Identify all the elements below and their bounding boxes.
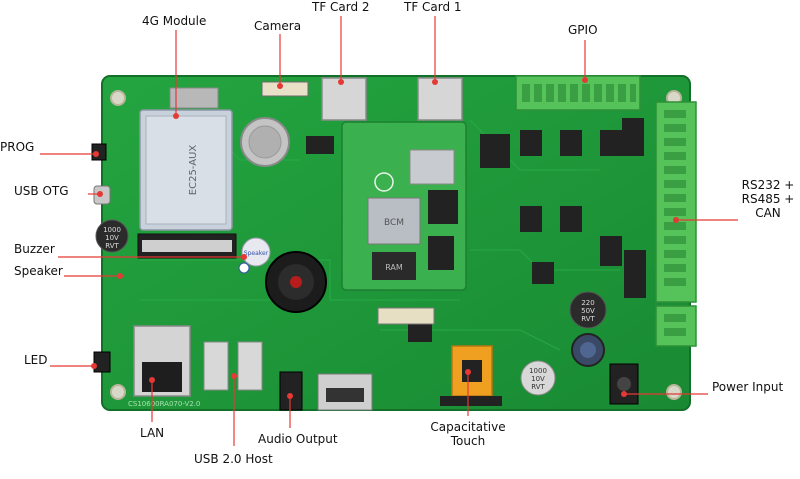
capacitor-brand: RVT [105, 242, 119, 250]
mounting-hole [110, 384, 126, 400]
callout-lines [40, 16, 738, 446]
touch-ribbon [440, 396, 502, 406]
capacitor-brand: RVT [581, 315, 595, 323]
hdmi-opening [326, 388, 364, 402]
usb-host-port-1 [203, 341, 229, 391]
capacitor: 220 50V RVT [569, 291, 607, 329]
silkscreen-text: CS10600RA070-V2.0 [128, 400, 200, 408]
main-chip-label: BCM [384, 218, 404, 228]
led-block [93, 351, 111, 373]
capacitor-value: 1000 [529, 367, 547, 375]
buzzer-sticker: Speaker [244, 250, 269, 257]
power-jack-hole [617, 377, 631, 391]
memory-chip [372, 252, 416, 280]
touch-connector-chip [462, 360, 482, 382]
mounting-hole [110, 90, 126, 106]
label-gpio: GPIO [568, 23, 598, 37]
label-capacitative: Capacitative [430, 420, 506, 434]
label-power-input: Power Input [712, 380, 784, 394]
label-4g-module: 4G Module [142, 14, 207, 28]
4g-module-text: EC25-AUX [188, 145, 199, 196]
label-led: LED [24, 353, 48, 367]
label-rs232: RS232 + [741, 178, 795, 192]
capacitor: 1000 10V RVT [95, 219, 129, 253]
capacitor-voltage: 10V [531, 375, 545, 383]
speaker-center [290, 276, 302, 288]
label-lan: LAN [140, 426, 165, 440]
label-capacitative-touch: Capacitative Touch [424, 420, 512, 448]
camera-connector [261, 81, 309, 97]
label-can: CAN [755, 206, 781, 220]
raspberry-logo [374, 172, 394, 192]
label-tf-card-2: TF Card 2 [312, 0, 370, 14]
label-tf-card-1: TF Card 1 [404, 0, 462, 14]
label-usb-otg: USB OTG [14, 184, 69, 198]
tf-card-2-slot [321, 77, 367, 121]
label-rs232-rs485-can: RS232 + RS485 + CAN [738, 178, 798, 220]
buzzer-small [238, 262, 250, 274]
label-rs485: RS485 + [741, 192, 795, 206]
serial-terminal-lower [655, 305, 697, 347]
serial-terminal-screws [664, 110, 686, 336]
label-usb-host: USB 2.0 Host [194, 452, 273, 466]
capacitor-voltage: 10V [105, 234, 119, 242]
label-camera: Camera [254, 19, 302, 33]
callout-dots [91, 77, 679, 399]
misc-ics [306, 118, 646, 342]
audio-jack [279, 371, 303, 411]
label-buzzer: Buzzer [14, 242, 55, 256]
label-audio-output: Audio Output [258, 432, 338, 446]
inductor-core [580, 342, 596, 358]
display-connector [377, 307, 435, 325]
label-touch: Touch [450, 434, 486, 448]
tf-card-1-slot [417, 77, 463, 121]
lan-port-opening [142, 362, 182, 392]
buzzer [241, 237, 271, 267]
capacitor-voltage: 50V [581, 307, 595, 315]
label-speaker: Speaker [14, 264, 63, 278]
label-prog: PROG [0, 140, 35, 154]
main-chip [367, 197, 421, 245]
capacitor-value: 1000 [103, 226, 121, 234]
coin-cell-inner [248, 125, 282, 159]
capacitor-value: 220 [581, 299, 594, 307]
m2-socket-pins [142, 240, 232, 252]
gpio-terminal-screws [522, 84, 636, 102]
capacitor-brand: RVT [531, 383, 545, 391]
mounting-hole [666, 384, 682, 400]
sim-holder [169, 87, 219, 109]
4g-module-shield [145, 115, 227, 225]
memory-chip-label: RAM [385, 263, 403, 272]
emmc-chip [428, 190, 458, 224]
usb-host-port-2 [237, 341, 263, 391]
wifi-shield [409, 149, 455, 185]
compute-module-chip [428, 236, 454, 270]
capacitor: 1000 10V RVT [520, 360, 556, 396]
